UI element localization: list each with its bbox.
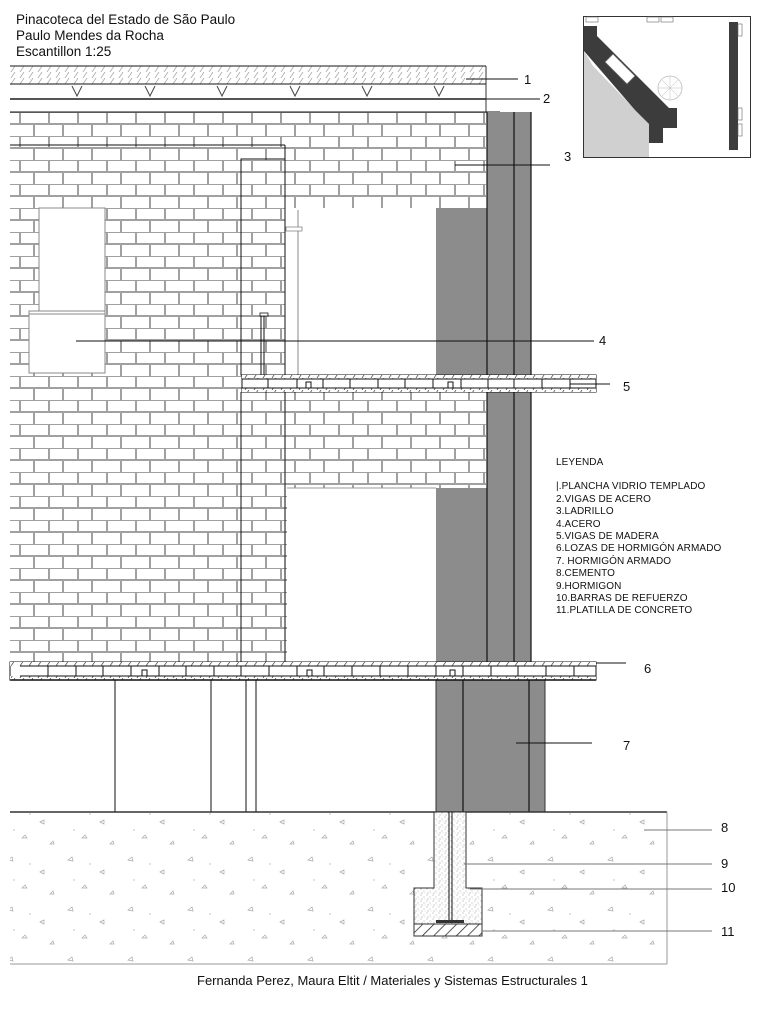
legend-item: 5.VIGAS DE MADERA: [556, 531, 659, 543]
callout-4: 4: [599, 333, 607, 348]
legend-item: 9.HORMIGON: [556, 580, 622, 592]
legend-item: |.PLANCHA VIDRIO TEMPLADO: [556, 481, 706, 493]
leader-lines: [76, 78, 712, 932]
wood-beam: [241, 374, 597, 393]
legend-item: 8.CEMENTO: [556, 568, 616, 580]
legend: LEYENDA |.PLANCHA VIDRIO TEMPLADO 2.VIGA…: [556, 457, 721, 618]
legend-item: 7. HORMIGÓN ARMADO: [556, 555, 672, 567]
callout-2: 2: [543, 91, 551, 106]
drawing-title-block: Pinacoteca del Estado de São Paulo Paulo…: [16, 12, 235, 60]
legend-title: LEYENDA: [556, 457, 604, 468]
callout-8: 8: [721, 820, 729, 835]
callout-11: 11: [721, 924, 735, 939]
callout-9: 9: [721, 856, 729, 871]
legend-item: 2.VIGAS DE ACERO: [556, 493, 651, 505]
footer-credits: Fernanda Perez, Maura Eltit / Materiales…: [197, 973, 588, 988]
roof-glass-plate: [10, 65, 487, 112]
legend-item: 3.LADRILLO: [556, 506, 614, 518]
lower-columns: [114, 680, 257, 812]
drawing-scale: Escantillon 1:25: [16, 44, 112, 59]
callout-6: 6: [644, 661, 652, 676]
architect-name: Paulo Mendes da Rocha: [16, 28, 164, 43]
key-plan-thumbnail: [583, 16, 751, 158]
callout-10: 10: [721, 880, 736, 895]
legend-item: 11.PLATILLA DE CONCRETO: [556, 605, 693, 617]
callout-1: 1: [524, 72, 532, 87]
callout-3: 3: [564, 149, 572, 164]
concrete-slab: [9, 661, 597, 681]
legend-item: 10.BARRAS DE REFUERZO: [556, 593, 688, 605]
legend-item: 4.ACERO: [556, 518, 601, 530]
ground-foundation: [10, 811, 668, 965]
legend-item: 6.LOZAS DE HORMIGÓN ARMADO: [556, 543, 722, 555]
callout-5: 5: [623, 379, 631, 394]
callout-7: 7: [623, 738, 631, 753]
project-name: Pinacoteca del Estado de São Paulo: [16, 12, 236, 27]
